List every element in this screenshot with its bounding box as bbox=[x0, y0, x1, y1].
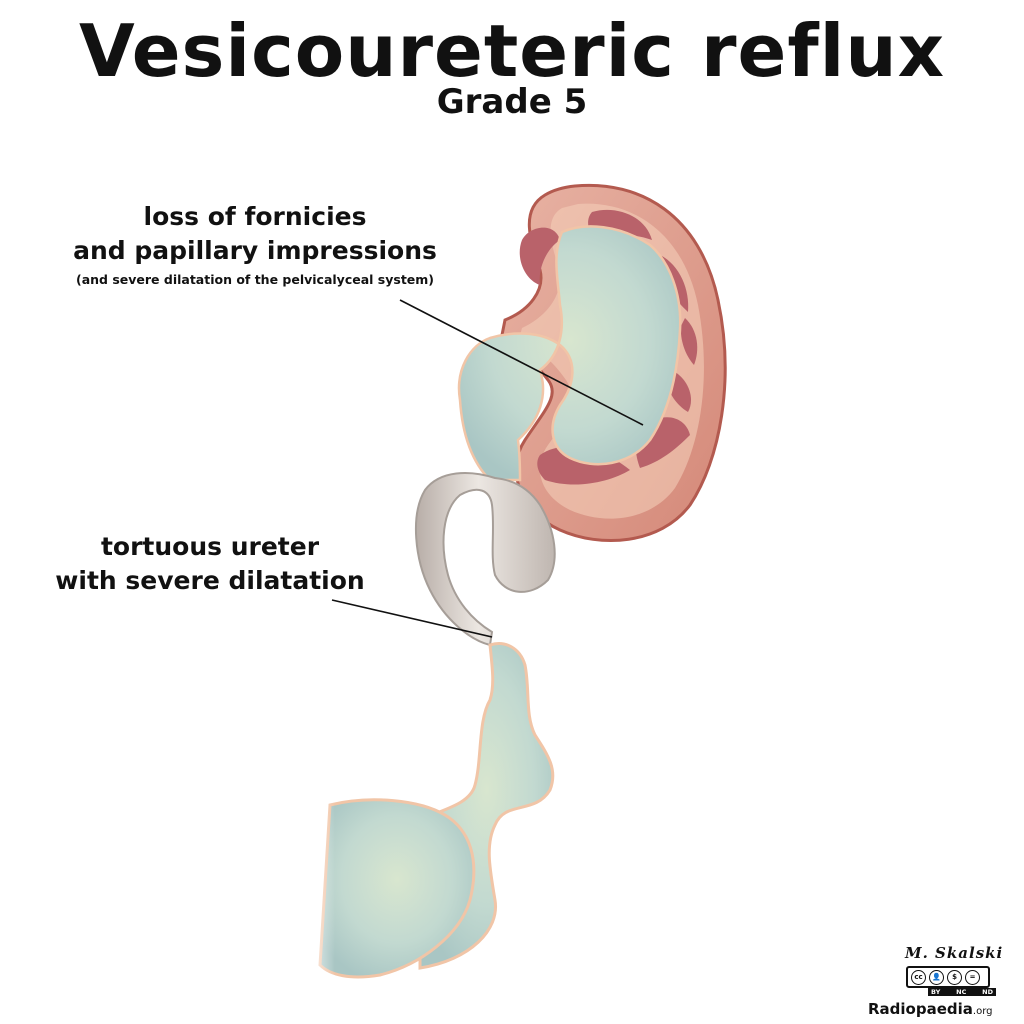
artist-signature: M. Skalski bbox=[905, 944, 1004, 962]
cc-term: BY bbox=[931, 988, 941, 996]
cc-icon: cc bbox=[911, 969, 926, 985]
leader-line-fornices bbox=[399, 299, 644, 426]
papilla bbox=[519, 227, 560, 285]
label-fornices-note: (and severe dilatation of the pelvicalyc… bbox=[75, 272, 435, 287]
cc-term: NC bbox=[956, 988, 967, 996]
label-ureter-line2: with severe dilatation bbox=[55, 566, 365, 595]
cc-license-terms: BY NC ND bbox=[928, 988, 996, 996]
diagram-title: Vesicoureteric reflux bbox=[78, 9, 946, 93]
leader-line-ureter bbox=[331, 599, 493, 638]
label-ureter-line1: tortuous ureter bbox=[100, 532, 320, 561]
radiopaedia-logo: Radiopaedia.org bbox=[868, 1000, 1018, 1018]
by-icon: 👤 bbox=[929, 969, 944, 985]
brand-name: Radiopaedia bbox=[868, 1000, 973, 1018]
brand-tld: .org bbox=[972, 1006, 993, 1017]
label-fornices: loss of fornicies and papillary impressi… bbox=[30, 200, 480, 268]
nc-icon: $ bbox=[947, 969, 962, 985]
tortuous-ureter bbox=[415, 472, 556, 647]
label-fornices-line2: and papillary impressions bbox=[73, 236, 437, 265]
nd-icon: = bbox=[965, 969, 980, 985]
label-fornices-line1: loss of fornicies bbox=[143, 202, 367, 231]
dilated-pelvicalyceal-system bbox=[457, 225, 682, 482]
diagram-subtitle: Grade 5 bbox=[436, 82, 588, 122]
cc-term: ND bbox=[982, 988, 993, 996]
papilla bbox=[680, 318, 698, 365]
label-ureter: tortuous ureter with severe dilatation bbox=[20, 530, 400, 598]
cc-license-badge: cc 👤 $ = bbox=[906, 966, 990, 988]
